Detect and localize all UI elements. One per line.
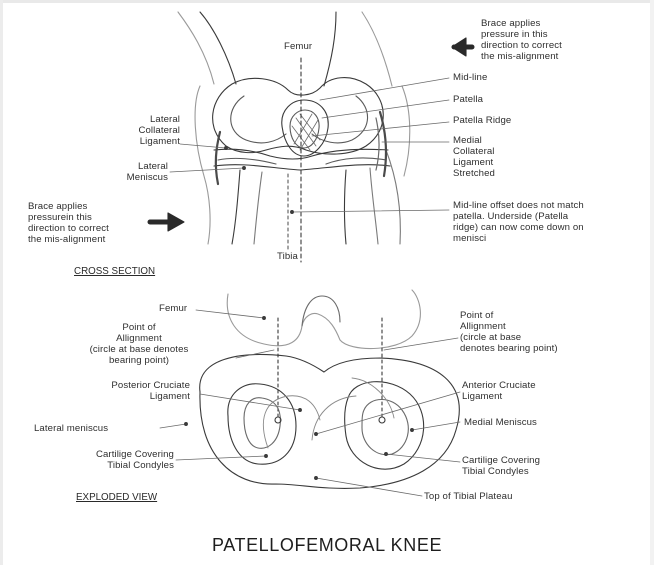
label-femur-top: Femur: [284, 41, 312, 52]
label-medial-meniscus: Medial Meniscus: [464, 417, 537, 428]
label-midline: Mid-line: [453, 72, 487, 83]
label-tibial-plateau: Top of Tibial Plateau: [424, 491, 513, 502]
heading-exploded-view: EXPLODED VIEW: [76, 492, 157, 503]
heading-cross-section: CROSS SECTION: [74, 266, 155, 277]
label-point-alignment-right: Point of Allignment (circle at base deno…: [460, 310, 558, 354]
label-posterior-cruciate: Posterior Cruciate Ligament: [56, 380, 190, 402]
label-anterior-cruciate: Anterior Cruciate Ligament: [462, 380, 536, 402]
label-point-alignment-left: Point of Allignment (circle at base deno…: [34, 322, 244, 366]
label-patella: Patella: [453, 94, 483, 105]
label-lateral-meniscus-bottom: Lateral meniscus: [34, 423, 108, 434]
label-lateral-collateral: Lateral Collateral Ligament: [100, 114, 180, 147]
label-medial-collateral: Medial Collateral Ligament Stretched: [453, 135, 495, 179]
label-midline-offset: Mid-line offset does not match patella. …: [453, 200, 584, 244]
label-cartilage-left: Cartilige Covering Tibial Condyles: [56, 449, 174, 471]
page-title: PATELLOFEMORAL KNEE: [0, 535, 654, 556]
label-brace-left: Brace applies pressurein this direction …: [28, 201, 109, 245]
label-cartilage-right: Cartilige Covering Tibial Condyles: [462, 455, 540, 477]
label-patella-ridge: Patella Ridge: [453, 115, 511, 126]
label-tibia: Tibia: [277, 251, 298, 262]
label-brace-top: Brace applies pressure in this direction…: [481, 18, 562, 62]
exploded-view-knee-drawing: [160, 290, 460, 496]
label-lateral-meniscus-top: Lateral Meniscus: [90, 161, 168, 183]
label-femur-bottom: Femur: [159, 303, 187, 314]
